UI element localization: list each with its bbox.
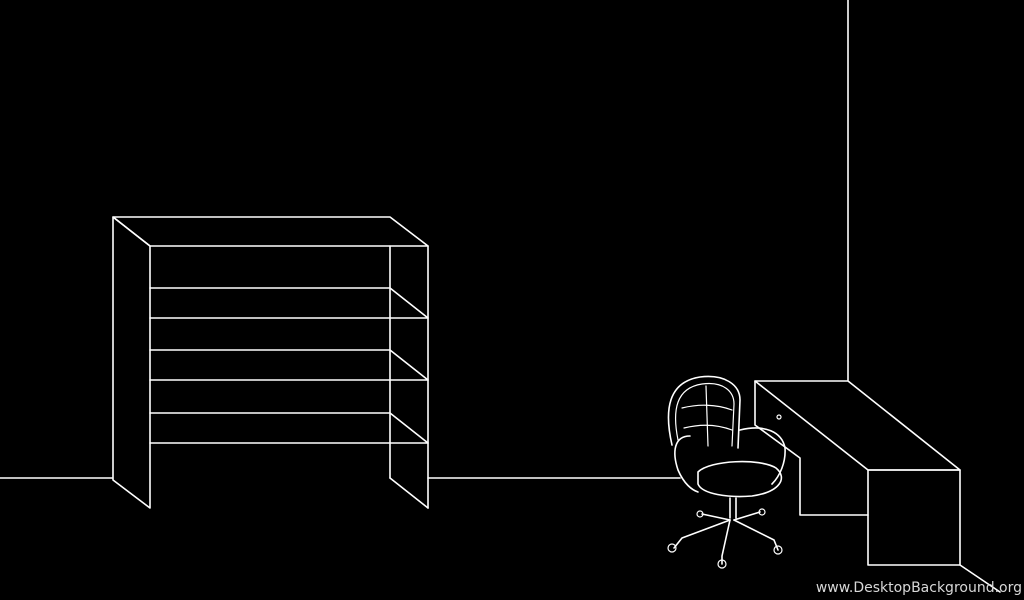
- chair-seat: [697, 460, 783, 498]
- chair-tufting-3: [705, 385, 709, 447]
- desk-top: [754, 380, 961, 471]
- chair-caster-right: [773, 545, 783, 555]
- desk-pedestal: [754, 380, 869, 516]
- floor-corner-diagonal: [959, 564, 1001, 593]
- desk-end-panel: [867, 469, 961, 566]
- chair-caster-left: [667, 543, 677, 553]
- bookshelf-left-side: [112, 216, 151, 509]
- watermark-text: www.DesktopBackground.org: [815, 580, 1022, 596]
- office-chair: [667, 375, 786, 569]
- chair-leg-left: [673, 519, 731, 549]
- desk: [754, 380, 961, 566]
- chair-leg-front: [721, 519, 731, 565]
- bookshelf: [112, 216, 429, 509]
- chair-leg-back-right: [733, 511, 761, 521]
- bookshelf-shelf-1: [149, 287, 429, 319]
- chair-leg-right: [733, 519, 779, 551]
- chair-backrest-inner: [675, 382, 735, 447]
- desk-drawer-knob: [776, 414, 782, 420]
- chair-armrest-right: [739, 427, 786, 485]
- bookshelf-top: [112, 216, 429, 247]
- chair-caster-back-right: [758, 508, 766, 516]
- chair-caster-front: [717, 559, 727, 569]
- bookshelf-shelf-3: [149, 412, 429, 444]
- room-outline: [0, 0, 1001, 593]
- bookshelf-shelf-2: [149, 349, 429, 381]
- chair-armrest-left: [674, 435, 699, 493]
- chair-leg-back-left: [701, 513, 731, 521]
- bookshelf-bottom-right: [389, 477, 429, 509]
- chair-tufting-2: [683, 424, 733, 431]
- chair-backrest: [667, 375, 741, 449]
- chair-caster-back-left: [696, 510, 704, 518]
